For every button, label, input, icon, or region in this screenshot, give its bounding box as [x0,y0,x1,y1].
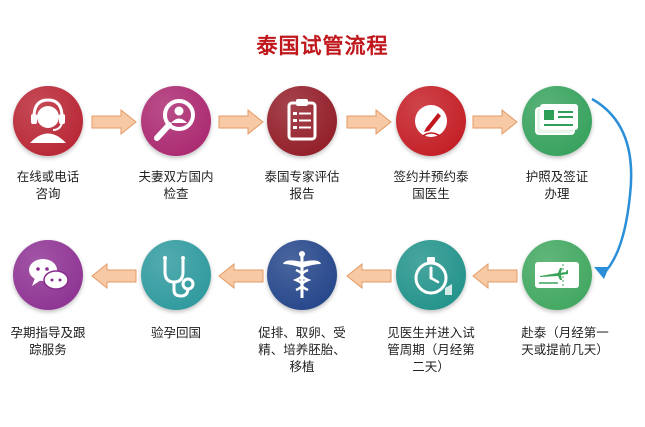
step-7-label: 见医生并进入试 管周期（月经第 二天） [381,324,481,375]
chat-bubbles-icon [29,259,69,290]
flow-arrow-left-4 [91,263,137,289]
label-line: 踪服务 [29,342,67,357]
step-9-label: 验孕回国 [126,324,226,341]
flow-arrow-left-3 [218,263,264,289]
step-4-circle [396,86,466,156]
label-line: 见医生并进入试 [387,325,475,340]
step-7-circle [396,240,466,310]
label-line: 移植 [289,359,315,374]
step-1-label: 在线或电话 咨询 [0,168,98,202]
step-10-circle [13,240,83,310]
headset-agent-icon [30,98,66,143]
label-line: 检查 [163,186,189,201]
step-2-circle [141,86,211,156]
curved-connector-arrow [591,97,633,279]
label-line: 签约并预约泰 [393,169,469,184]
label-line: 促排、取卵、受 [258,325,346,340]
clipboard-report-icon [287,99,317,141]
label-line: 二天） [412,359,450,374]
step-5-label: 护照及签证 办理 [507,168,607,202]
caduceus-icon [283,251,321,298]
page-title: 泰国试管流程 [256,33,389,58]
label-line: 护照及签证 [525,169,589,184]
flow-arrow-right-1 [91,109,137,135]
label-line: 咨询 [35,186,61,201]
pen-sign-icon [415,105,447,137]
stethoscope-icon [163,256,195,298]
flow-arrow-left-2 [346,263,392,289]
step-2-label: 夫妻双方国内 检查 [126,168,226,202]
step-5-circle [522,86,592,156]
step-3-circle [267,86,337,156]
step-4-label: 签约并预约泰 国医生 [381,168,481,202]
label-line: 孕期指导及跟 [10,325,86,340]
label-line: 赴泰（月经第一 [521,325,609,340]
step-8-label: 促排、取卵、受 精、培养胚胎、 移植 [252,324,352,375]
label-line: 泰国专家评估 [264,169,340,184]
step-10-label: 孕期指导及跟 踪服务 [0,324,98,358]
label-line: 精、培养胚胎、 [258,342,346,357]
step-9-circle [141,240,211,310]
label-line: 验孕回国 [150,325,201,340]
label-line: 夫妻双方国内 [138,169,214,184]
airplane-ticket-icon [535,262,579,288]
flow-arrow-left-1 [472,263,518,289]
flow-arrow-right-3 [346,109,392,135]
magnifier-person-icon [154,99,195,141]
label-line: 国医生 [412,186,450,201]
stopwatch-icon [414,257,452,295]
step-3-label: 泰国专家评估 报告 [252,168,352,202]
label-line: 天或提前几天） [521,342,609,357]
label-line: 管周期（月经第 [387,342,475,357]
flow-arrow-right-2 [218,109,264,135]
flow-arrow-right-4 [472,109,518,135]
step-1-circle [13,86,83,156]
step-8-circle [267,240,337,310]
label-line: 在线或电话 [16,169,80,184]
passport-card-icon [535,104,578,135]
label-line: 报告 [289,186,315,201]
step-6-circle [522,240,592,310]
label-line: 办理 [544,186,570,201]
step-6-label: 赴泰（月经第一 天或提前几天） [515,324,615,358]
